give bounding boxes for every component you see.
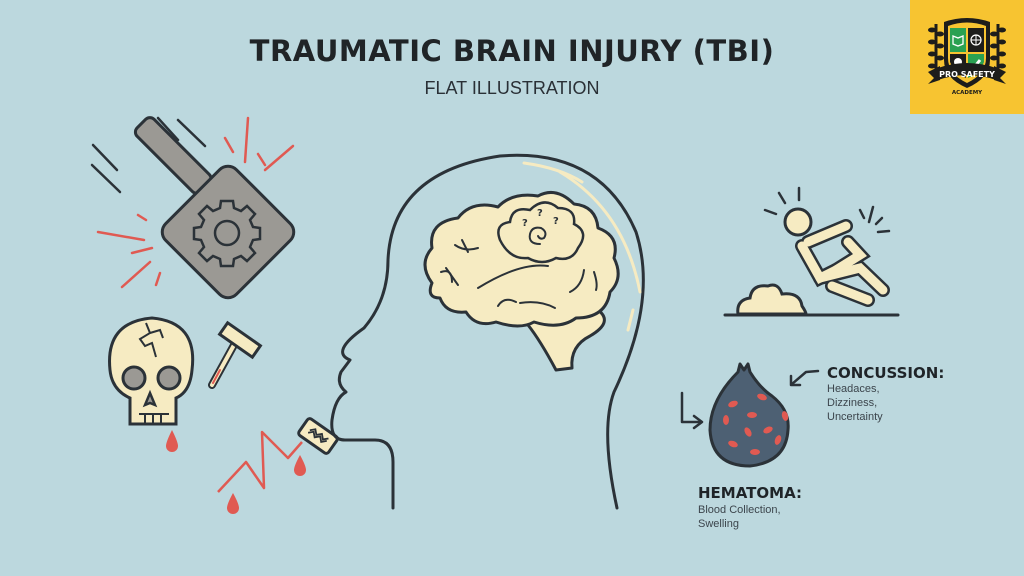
page-subtitle: FLAT ILLUSTRATION — [424, 78, 600, 98]
svg-text:?: ? — [537, 208, 543, 219]
head-profile-with-brain-icon: ? ? ? — [330, 153, 645, 510]
hematoma-heading: HEMATOMA: — [698, 484, 802, 502]
svg-text:ACADEMY: ACADEMY — [952, 90, 983, 96]
razor-blade-icon — [217, 417, 339, 493]
concussion-symptom: Headaces, — [827, 383, 880, 395]
concussion-heading: CONCUSSION: — [827, 364, 945, 382]
concussion-symptom: Dizziness, — [827, 397, 878, 409]
book-icon — [952, 35, 964, 47]
hematoma-symptoms: Blood Collection, Swelling — [698, 503, 781, 531]
hematoma-blob-icon — [708, 362, 790, 468]
svg-text:?: ? — [522, 218, 528, 229]
svg-text:PRO SAFETY: PRO SAFETY — [939, 70, 995, 79]
cracked-skull-icon — [108, 316, 195, 452]
blood-drops-icon — [227, 455, 306, 514]
hematoma-symptom: Swelling — [698, 518, 739, 530]
svg-text:?: ? — [553, 216, 559, 227]
swinging-hammer-with-gear-icon — [90, 116, 296, 300]
hematoma-symptom: Blood Collection, — [698, 504, 781, 516]
arrow-to-hematoma-icon — [680, 391, 704, 430]
small-hammer-icon — [208, 320, 263, 389]
page-title: TRAUMATIC BRAIN INJURY (TBI) — [249, 34, 775, 68]
falling-person-icon — [723, 186, 900, 317]
pro-safety-academy-logo[interactable]: PRO SAFETY ACADEMY — [910, 0, 1024, 114]
arrow-to-concussion-icon — [789, 369, 820, 387]
concussion-symptom: Uncertainty — [827, 411, 883, 423]
concussion-symptoms: Headaces, Dizziness, Uncertainty — [827, 382, 883, 424]
shield-crest-icon: PRO SAFETY ACADEMY — [928, 18, 1006, 96]
